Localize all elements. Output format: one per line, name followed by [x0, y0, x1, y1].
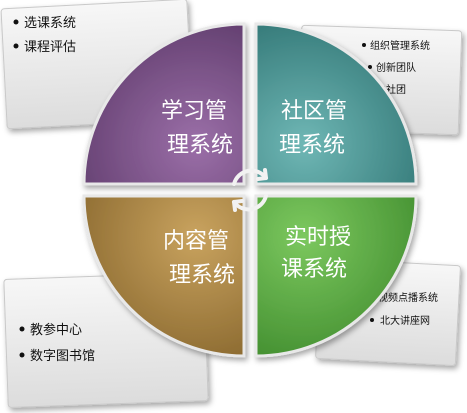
quadrant-community-label-line-2: 理系统: [279, 133, 345, 158]
quadrant-content: [82, 194, 246, 358]
quadrant-live: [254, 194, 418, 358]
quadrant-learning-label-line-1: 学习管: [161, 99, 227, 124]
box-bottom-right-item-2: 北大讲座网: [380, 314, 430, 327]
quadrant-learning-label-line-2: 理系统: [167, 133, 233, 158]
cycle-arrows-icon: [232, 168, 268, 212]
bullet-icon: [13, 43, 19, 49]
box-bottom-right-item-1: 视频点播系统: [378, 291, 438, 304]
quadrant-community: [254, 22, 418, 186]
bullet-icon: [368, 65, 372, 69]
quadrant-community-label-line-1: 社区管: [281, 99, 347, 124]
bullet-icon: [13, 19, 19, 25]
quadrant-learning: [82, 22, 246, 186]
bullet-icon: [370, 318, 374, 322]
quadrant-live-label-line-2: 课系统: [281, 257, 347, 282]
box-top-right-item-2: 创新团队: [376, 61, 416, 74]
quadrant-live-label-line-1: 实时授: [285, 225, 351, 250]
bullet-icon: [19, 352, 25, 358]
box-bottom-left-item-1: 教参中心: [30, 322, 82, 338]
quadrant-content-label-line-1: 内容管: [163, 229, 229, 254]
quadrant-content-label-line-2: 理系统: [169, 263, 235, 288]
box-bottom-left-item-2: 数字图书馆: [30, 349, 95, 364]
bullet-icon: [19, 326, 25, 332]
bullet-icon: [362, 43, 366, 47]
box-top-right-item-1: 组织管理系统: [370, 39, 430, 52]
box-top-left-item-1: 选课系统: [24, 16, 76, 31]
box-top-left-item-2: 课程评估: [24, 40, 76, 55]
